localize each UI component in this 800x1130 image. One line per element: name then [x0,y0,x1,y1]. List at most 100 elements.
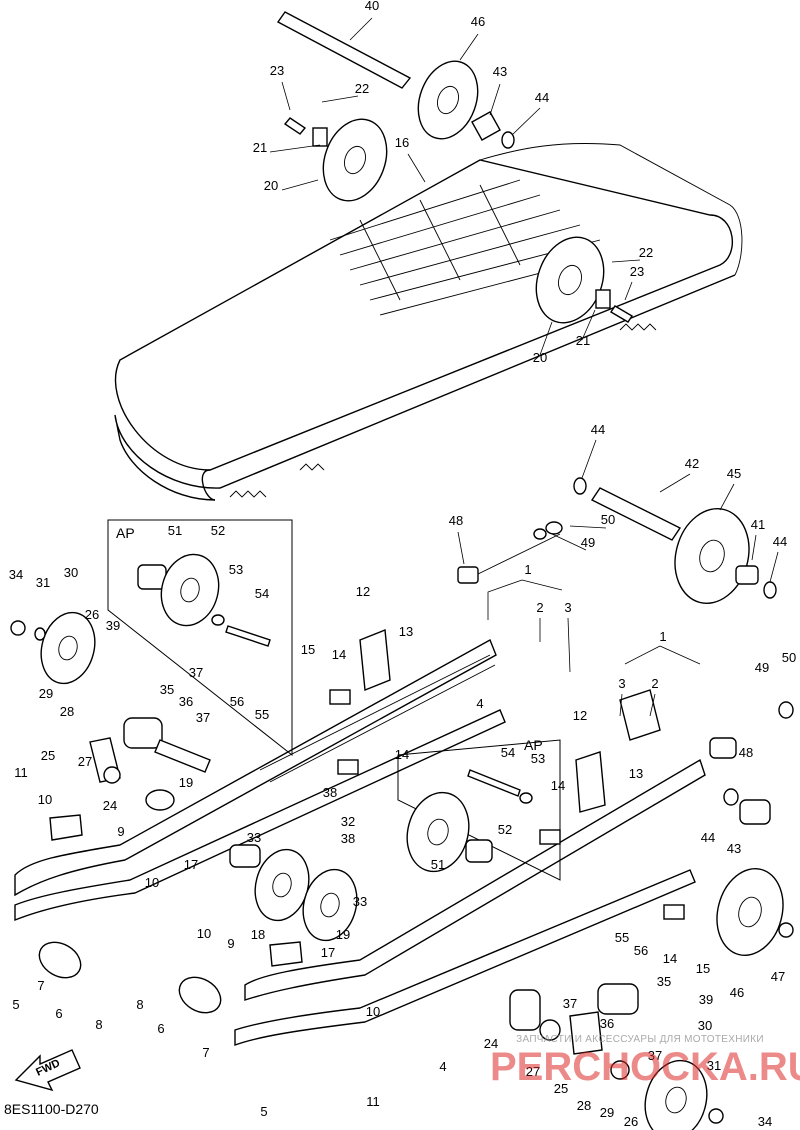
callout-14: 14 [551,778,565,793]
callout-34: 34 [758,1114,772,1129]
callout-49: 49 [755,660,769,675]
callout-24: 24 [103,798,117,813]
callout-13: 13 [399,624,413,639]
callout-27: 27 [78,754,92,769]
callout-2: 2 [651,676,658,691]
ap-box-right: AP [397,737,561,881]
callout-45: 45 [727,466,741,481]
callout-21: 21 [576,333,590,348]
callout-23: 23 [630,264,644,279]
callout-11: 11 [14,765,28,780]
callout-10: 10 [197,926,211,941]
left-slide-rail [14,629,506,1014]
callout-28: 28 [577,1098,591,1113]
callout-30: 30 [64,565,78,580]
callout-31: 31 [36,575,50,590]
callout-19: 19 [336,927,350,942]
callout-44: 44 [701,830,715,845]
right-idler-wheels [509,701,794,1130]
callout-27: 27 [526,1064,540,1079]
callout-42: 42 [685,456,699,471]
callout-6: 6 [157,1021,164,1036]
callout-34: 34 [9,567,23,582]
leader-lines [269,17,779,717]
callout-43: 43 [727,841,741,856]
callout-35: 35 [657,974,671,989]
callout-33: 33 [247,830,261,845]
callout-12: 12 [356,584,370,599]
callout-3: 3 [564,600,571,615]
callout-9: 9 [227,936,234,951]
rear-axle-assembly [276,11,633,324]
callout-4: 4 [439,1059,446,1074]
callout-36: 36 [600,1016,614,1031]
right-slide-rail [234,689,706,1046]
callout-41: 41 [751,517,765,532]
callout-16: 16 [395,135,409,150]
callout-17: 17 [321,945,335,960]
callout-37: 37 [648,1048,662,1063]
callout-25: 25 [41,748,55,763]
callout-47: 47 [771,969,785,984]
callout-52: 52 [211,523,225,538]
callout-38: 38 [323,785,337,800]
callout-19: 19 [179,775,193,790]
callout-49: 49 [581,535,595,550]
ap-box-left: AP [107,519,293,757]
callout-32: 32 [341,814,355,829]
callout-17: 17 [184,857,198,872]
callout-4: 4 [476,696,483,711]
fwd-arrow: FWD [14,1049,81,1092]
callout-30: 30 [698,1018,712,1033]
callout-24: 24 [484,1036,498,1051]
callout-48: 48 [739,745,753,760]
callout-7: 7 [202,1045,209,1060]
callout-10: 10 [366,1004,380,1019]
callout-31: 31 [707,1058,721,1073]
callout-37: 37 [563,996,577,1011]
callout-39: 39 [699,992,713,1007]
callout-44: 44 [773,534,787,549]
callout-5: 5 [12,997,19,1012]
callout-2: 2 [536,600,543,615]
callout-36: 36 [179,694,193,709]
callout-3: 3 [618,676,625,691]
callout-26: 26 [85,607,99,622]
callout-51: 51 [431,857,445,872]
left-idler-wheels [10,611,358,942]
callout-46: 46 [730,985,744,1000]
track [114,143,743,501]
callout-33: 33 [353,894,367,909]
callout-23: 23 [270,63,284,78]
callout-37: 37 [196,710,210,725]
callout-51: 51 [168,523,182,538]
callout-14: 14 [332,647,346,662]
callout-22: 22 [639,245,653,260]
callout-6: 6 [55,1006,62,1021]
callout-50: 50 [601,512,615,527]
callout-48: 48 [449,513,463,528]
callout-35: 35 [160,682,174,697]
callout-37: 37 [189,665,203,680]
ap-label-2: AP [524,737,543,753]
callout-46: 46 [471,14,485,29]
callout-56: 56 [634,943,648,958]
callout-14: 14 [663,951,677,966]
callout-8: 8 [95,1017,102,1032]
callout-15: 15 [696,961,710,976]
callout-55: 55 [255,707,269,722]
callout-13: 13 [629,766,643,781]
callout-10: 10 [145,875,159,890]
callout-40: 40 [365,0,379,13]
callout-53: 53 [229,562,243,577]
callout-5: 5 [260,1104,267,1119]
callout-29: 29 [600,1105,614,1120]
callout-14: 14 [395,747,409,762]
callout-26: 26 [624,1114,638,1129]
callout-22: 22 [355,81,369,96]
callout-11: 11 [366,1094,380,1109]
callout-50: 50 [782,650,796,665]
callout-20: 20 [264,178,278,193]
diagram-code: 8ES1100-D270 [4,1101,99,1117]
